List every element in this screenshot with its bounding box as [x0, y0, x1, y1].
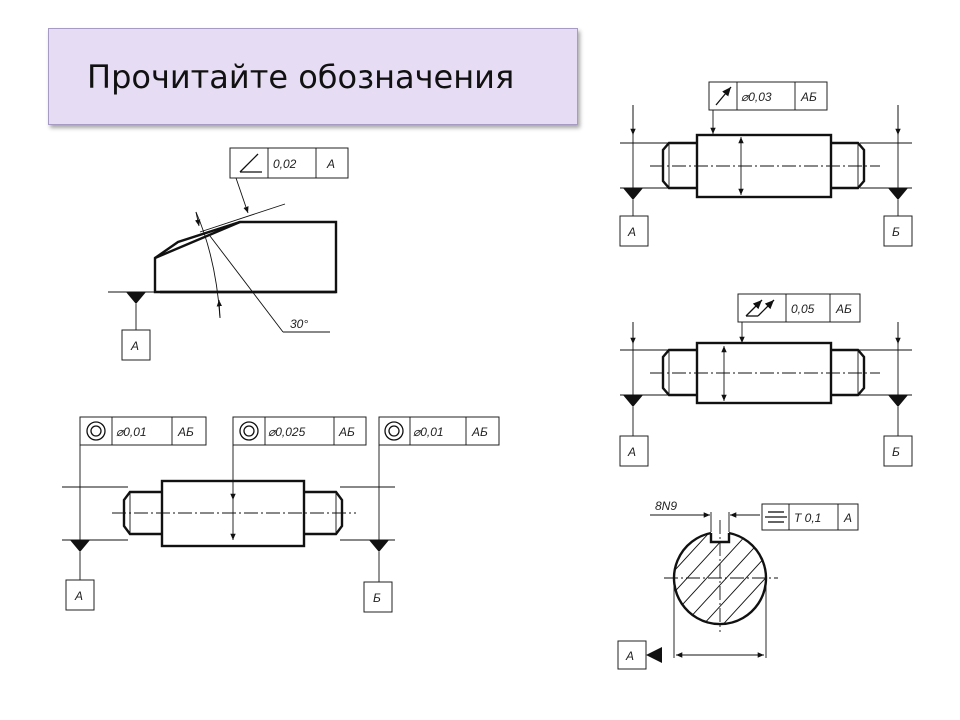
- coaxial-frame-left: ⌀0,01 АБ: [79, 416, 207, 446]
- datum-box-a: [65, 579, 95, 611]
- datum-triangle: [126, 292, 146, 304]
- datum-box-b: [883, 435, 913, 467]
- datum-box-a: [617, 640, 647, 670]
- coaxial-tolerance-right: ⌀0,01: [413, 425, 444, 439]
- concentricity-icon: [86, 421, 106, 441]
- runout-shaft-drawing: ⌀0,03 АБ А Б: [619, 81, 913, 247]
- datum-box-b: [883, 215, 913, 247]
- total-runout-icon: [745, 299, 775, 317]
- angularity-datum: А: [326, 157, 335, 171]
- total-runout-datum-right: Б: [892, 445, 900, 459]
- runout-icon: [715, 86, 732, 106]
- coaxial-datums-center: АБ: [338, 425, 355, 439]
- coaxial-datums-left: АБ: [177, 425, 194, 439]
- angularity-tolerance: 0,02: [273, 157, 297, 171]
- angular-block-drawing: 0,02 А А 30°: [108, 147, 349, 361]
- datum-box-a: [121, 329, 151, 361]
- coaxial-frame-center: ⌀0,025 АБ: [232, 416, 367, 446]
- symmetry-datum: А: [843, 511, 852, 525]
- coaxial-datum-right: Б: [373, 591, 381, 605]
- datum-label-a: А: [130, 339, 139, 353]
- page-title: Прочитайте обозначения: [87, 57, 515, 96]
- datum-box-b: [363, 581, 393, 613]
- title-box: Прочитайте обозначения: [48, 28, 578, 125]
- coaxial-datums-right: АБ: [471, 425, 488, 439]
- key-width-label: 8N9: [655, 499, 677, 513]
- total-runout-tolerance: 0,05: [791, 302, 815, 316]
- datum-box-a: [619, 215, 649, 247]
- angularity-icon: [239, 153, 262, 173]
- coaxial-shaft-drawing: ⌀0,01 АБ ⌀0,025 АБ ⌀0,01 АБ: [62, 416, 500, 613]
- runout-datums: АБ: [800, 90, 817, 104]
- datum-box-a: [619, 435, 649, 467]
- symmetry-icon: [765, 511, 787, 523]
- keyway-datum-label: А: [625, 649, 634, 663]
- runout-tolerance: ⌀0,03: [741, 90, 772, 104]
- total-runout-shaft-drawing: 0,05 АБ А Б: [619, 293, 913, 467]
- total-runout-datum-left: А: [627, 445, 636, 459]
- concentricity-icon: [239, 421, 259, 441]
- runout-datum-left: А: [627, 225, 636, 239]
- coaxial-frame-right: ⌀0,01 АБ: [378, 416, 500, 446]
- coaxial-tolerance-center: ⌀0,025: [268, 425, 306, 439]
- total-runout-datums: АБ: [835, 302, 852, 316]
- coaxial-datum-left: А: [74, 589, 83, 603]
- concentricity-icon: [384, 421, 404, 441]
- keyway-section-drawing: 8N9 Т 0,1 А А: [617, 499, 859, 670]
- runout-datum-right: Б: [892, 225, 900, 239]
- angle-label: 30°: [290, 317, 308, 331]
- symmetry-tolerance: Т 0,1: [794, 511, 821, 525]
- coaxial-tolerance-left: ⌀0,01: [116, 425, 147, 439]
